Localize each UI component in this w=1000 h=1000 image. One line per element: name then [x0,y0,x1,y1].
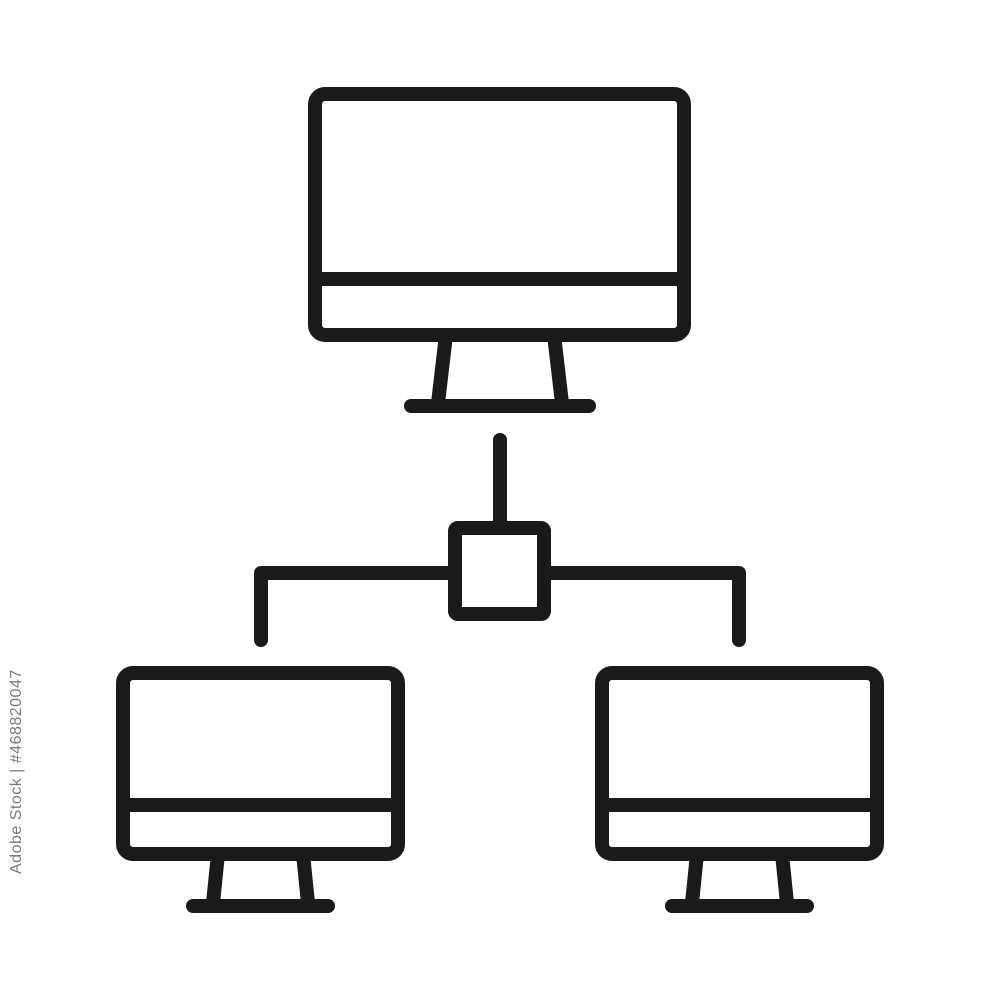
monitor-stand [206,847,315,910]
monitor-screen [116,666,405,861]
monitor-icon-bottom-left [116,666,405,913]
monitor-icon-top [308,87,691,413]
monitor-icon-bottom-right [595,666,884,913]
monitor-screen [308,87,691,342]
monitor-stand [431,328,569,410]
network-switch-icon [448,521,551,621]
stock-id-text: Adobe Stock | #468820047 [8,669,25,874]
right-branch-connector [537,566,746,647]
left-branch-connector [254,566,462,647]
monitor-stand [685,847,794,910]
monitor-screen [595,666,884,861]
